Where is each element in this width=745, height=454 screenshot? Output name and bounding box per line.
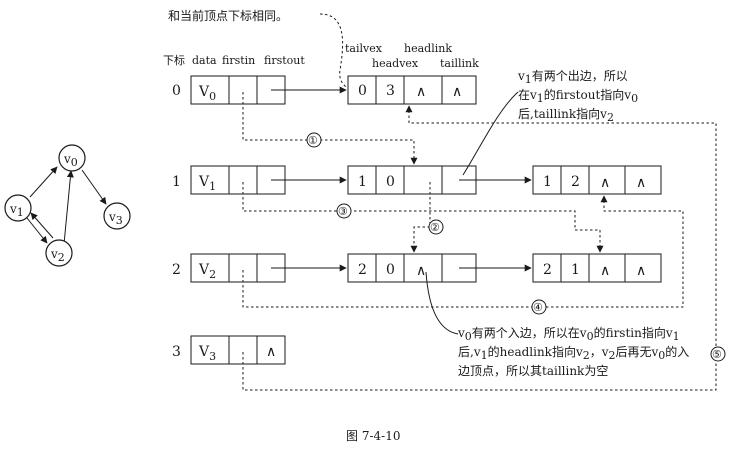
- graph-edge-v1-v0: [29, 166, 58, 198]
- svg-text:∧: ∧: [452, 84, 462, 100]
- note-bottom: v0有两个入边，所以在v0的firstin指向v1 后,v1的headlink指…: [457, 325, 689, 378]
- header-tailvex: tailvex: [345, 42, 383, 55]
- edge-node-1-0: 1 0: [347, 165, 477, 195]
- vertex-data: V3: [198, 344, 216, 363]
- circled-2: ②: [430, 221, 440, 234]
- circled-1: ①: [308, 134, 318, 147]
- graph-node-v3: [103, 202, 131, 230]
- svg-text:v2: v2: [50, 247, 65, 264]
- edge-node-1-2: 1 2 ∧ ∧: [532, 165, 662, 195]
- svg-text:∧: ∧: [636, 263, 646, 279]
- svg-text:2: 2: [543, 262, 552, 278]
- svg-text:后,v1的headlink指向v2，v2后再无v0的入: 后,v1的headlink指向v2，v2后再无v0的入: [458, 344, 689, 362]
- figure-caption: 图 7-4-10: [346, 429, 400, 443]
- headlink-pointer-2: [410, 182, 431, 253]
- svg-text:后,taillink指向v2: 后,taillink指向v2: [518, 106, 614, 124]
- svg-text:v1有两个出边，所以: v1有两个出边，所以: [517, 69, 628, 86]
- graph-node-v2: [45, 239, 73, 267]
- header-firstout: firstout: [264, 54, 305, 67]
- header-index: 下标: [163, 53, 185, 67]
- svg-text:v0有两个入边，所以在v0的firstin指向v1: v0有两个入边，所以在v0的firstin指向v1: [457, 325, 680, 343]
- circled-3: ③: [338, 205, 348, 218]
- graph-edge-v1-v2: [26, 217, 48, 244]
- svg-text:3: 3: [386, 83, 395, 99]
- graph-edge-v2-v0: [63, 170, 74, 245]
- svg-text:2: 2: [571, 174, 580, 190]
- firstin-pointer-3: [242, 182, 604, 253]
- svg-text:0: 0: [386, 174, 395, 190]
- graph-edge-v0-v3: [81, 169, 107, 205]
- firstin-pointer-4: [242, 195, 684, 308]
- svg-text:∧: ∧: [600, 263, 610, 279]
- top-note-pointer: [319, 13, 357, 94]
- note-bottom-pointer: [425, 271, 459, 335]
- svg-text:1: 1: [543, 174, 552, 190]
- svg-text:∧: ∧: [416, 84, 426, 100]
- vertex-row-3: 3 V3 ∧: [172, 335, 286, 365]
- svg-text:∧: ∧: [636, 175, 646, 191]
- svg-text:v0: v0: [63, 152, 78, 169]
- directed-graph: v0 v1 v2 v3: [4, 144, 131, 267]
- edge-node-0-3: 0 3 ∧ ∧: [347, 75, 477, 105]
- vertex-index: 2: [172, 262, 181, 278]
- header-taillink: taillink: [440, 57, 479, 70]
- vertex-index: 1: [172, 174, 181, 190]
- header-data: data: [192, 54, 217, 67]
- svg-text:0: 0: [358, 83, 367, 99]
- svg-text:∧: ∧: [416, 263, 426, 279]
- vertex-data: V0: [198, 84, 216, 103]
- vertex-row-0: 0 V0: [172, 75, 286, 105]
- svg-text:∧: ∧: [600, 175, 610, 191]
- vertex-row-2: 2 V2: [172, 253, 286, 283]
- svg-text:2: 2: [358, 262, 367, 278]
- graph-node-v0: [58, 144, 86, 172]
- header-firstin: firstin: [222, 54, 255, 67]
- null-symbol: ∧: [266, 344, 276, 360]
- circled-4: ④: [533, 301, 543, 314]
- vertex-data: V2: [198, 262, 216, 281]
- vertex-data: V1: [198, 174, 216, 193]
- svg-text:v3: v3: [108, 210, 123, 227]
- svg-text:0: 0: [386, 262, 395, 278]
- header-headvex: headvex: [372, 57, 419, 70]
- top-note: 和当前顶点下标相同。: [168, 8, 288, 23]
- svg-text:边顶点，所以其taillink为空: 边顶点，所以其taillink为空: [458, 364, 608, 378]
- vertex-index: 3: [172, 344, 181, 360]
- edge-node-2-0: 2 0 ∧: [347, 253, 477, 283]
- graph-edge-v2-v1: [30, 212, 54, 239]
- note-right-pointer: [462, 91, 519, 176]
- edge-node-2-1: 2 1 ∧ ∧: [532, 253, 662, 283]
- svg-text:1: 1: [571, 262, 580, 278]
- vertex-row-1: 1 V1: [172, 165, 286, 195]
- svg-text:v1: v1: [9, 202, 24, 219]
- svg-text:在v1的firstout指向v0: 在v1的firstout指向v0: [518, 87, 638, 105]
- firstin-pointer-5: [242, 105, 717, 391]
- note-right: v1有两个出边，所以 在v1的firstout指向v0 后,taillink指向…: [517, 69, 638, 124]
- header-headlink: headlink: [404, 42, 452, 55]
- vertex-index: 0: [172, 83, 181, 99]
- circled-5: ⑤: [712, 348, 722, 361]
- firstin-pointer-1: [242, 92, 418, 165]
- graph-node-v1: [4, 194, 32, 222]
- svg-text:1: 1: [358, 174, 367, 190]
